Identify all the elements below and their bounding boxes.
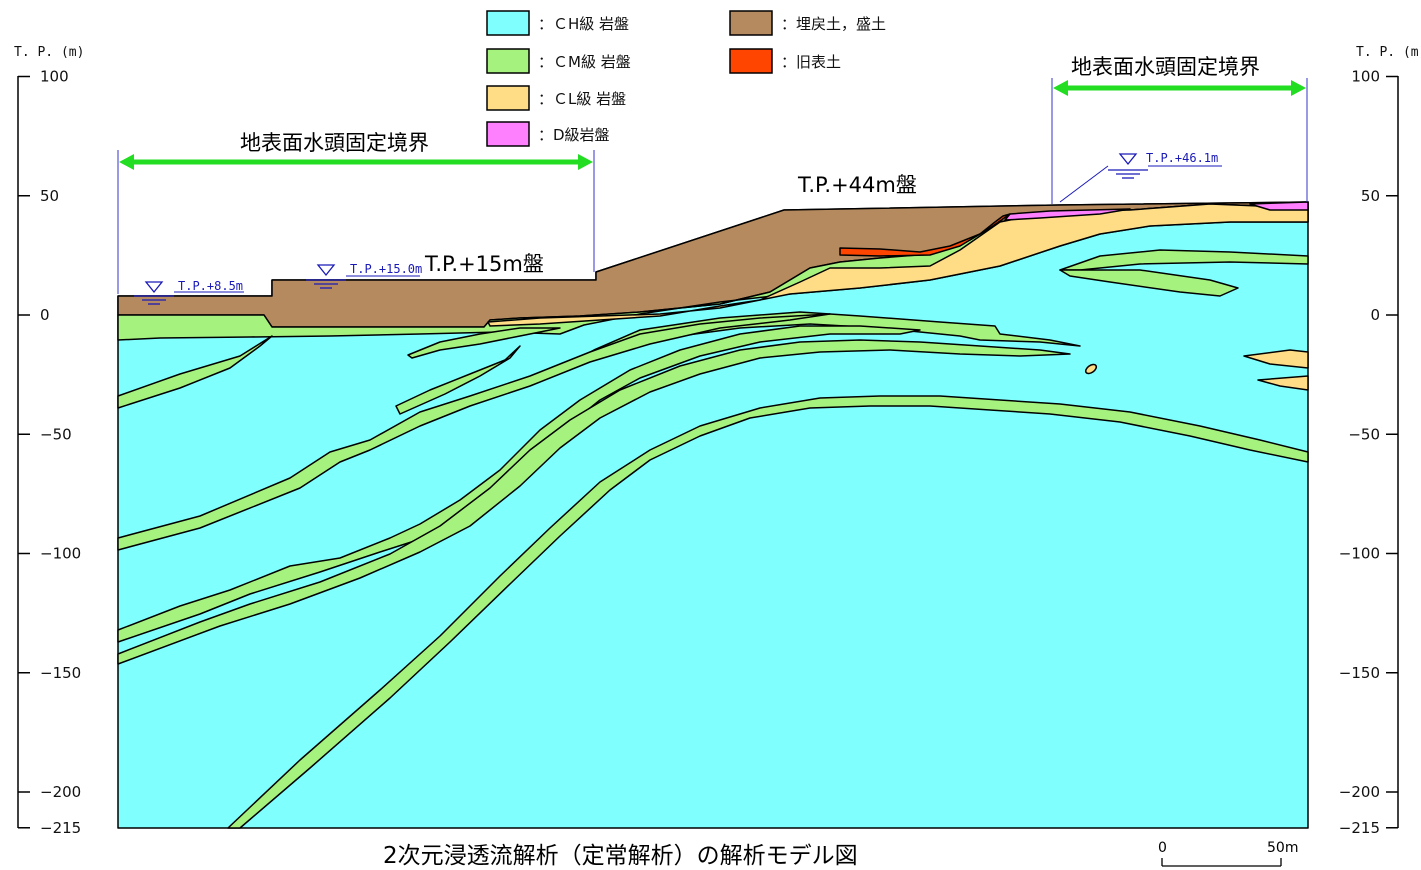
cm-lens-a [407, 327, 561, 359]
water-level-46-1: T.P.+46.1m [1059, 151, 1222, 203]
legend-swatch-d [486, 121, 530, 147]
cm-band-long-2 [117, 325, 921, 643]
legend-label-ch: ：ＣH級 岩盤 [538, 15, 629, 33]
axis-left: T. P. (m) 100 50 0 −50 −100 −150 −200 −215 [14, 45, 84, 837]
cl-wedge-right-a [1243, 349, 1309, 369]
axis-left-tick-label: −100 [40, 545, 81, 563]
axis-right-tick-label: −150 [1339, 664, 1380, 682]
axis-left-tick-label: 100 [40, 68, 69, 86]
legend-label-old-soil: ：旧表土 [781, 53, 841, 71]
axis-right-unit: T. P. (m) [1356, 45, 1421, 60]
cm-seam-a [117, 335, 273, 409]
axis-right-tick-label: −200 [1339, 783, 1380, 801]
legend-label-cm: ：ＣM級 岩盤 [538, 53, 631, 71]
axis-right-tick-label: −100 [1339, 545, 1380, 563]
bench-15m-label: T.P.+15m盤 [424, 252, 544, 276]
legend-swatch-ch [486, 10, 530, 36]
cl-lens-left [487, 299, 761, 327]
cm-band-long-1 [117, 313, 831, 551]
boundary-right-label: 地表面水頭固定境界 [1071, 55, 1260, 79]
axis-right-tick-label: −50 [1348, 425, 1380, 443]
axis-right: T. P. (m) 100 50 0 −50 −100 −150 −200 −215 [1339, 45, 1421, 837]
d-grade-pocket-right [1004, 208, 1131, 221]
legend-label-d: ：D級岩盤 [538, 126, 610, 144]
axis-left-tick-label: 50 [40, 187, 59, 205]
d-grade-pocket-edge [1249, 201, 1309, 211]
cross-section [117, 201, 1309, 829]
cm-band-long-3 [117, 339, 1071, 665]
legend-swatch-cm [486, 48, 530, 74]
water-level-8-5-label: T.P.+8.5m [178, 279, 243, 293]
cm-band-deep-arc [227, 395, 1309, 829]
axis-left-tick-label: −50 [40, 425, 72, 443]
boundary-left-label: 地表面水頭固定境界 [240, 131, 429, 155]
axis-left-unit: T. P. (m) [14, 45, 84, 60]
legend: ：ＣH級 岩盤 ：ＣM級 岩盤 ：ＣL級 岩盤 ：D級岩盤 ：埋戻土，盛土 ：旧… [486, 10, 886, 147]
water-level-46-1-label: T.P.+46.1m [1146, 151, 1218, 165]
axis-left-ticks: 100 50 0 −50 −100 −150 −200 −215 [18, 68, 81, 837]
legend-label-fill: ：埋戻土，盛土 [781, 15, 886, 33]
water-level-8-5-icon [144, 281, 164, 294]
scale-bar-end-label: 50m [1267, 840, 1298, 856]
cl-small-ellipse [1084, 363, 1098, 375]
cl-layer-right [759, 203, 1309, 301]
scale-bar: 0 50m [1158, 840, 1298, 867]
axis-right-tick-label: 100 [1351, 68, 1380, 86]
legend-swatch-fill [729, 10, 773, 36]
boundary-left-arrowhead-right [578, 154, 593, 170]
axis-right-tick-label: −215 [1339, 819, 1380, 837]
scale-bar-start-label: 0 [1158, 840, 1167, 856]
axis-left-tick-label: −215 [40, 819, 81, 837]
bench-44m-label: T.P.+44m盤 [797, 173, 917, 197]
water-level-8-5: T.P.+8.5m [134, 279, 244, 305]
axis-right-ticks: 100 50 0 −50 −100 −150 −200 −215 [1339, 68, 1398, 837]
water-level-46-1-icon [1118, 153, 1138, 166]
boundary-right-arrowhead-right [1291, 80, 1306, 96]
axis-left-tick-label: −200 [40, 783, 81, 801]
water-level-15-icon [316, 264, 336, 277]
boundary-right: 地表面水頭固定境界 [1051, 55, 1308, 204]
water-level-46-1-pointer [1059, 165, 1109, 203]
cl-wedge-right-b [1257, 375, 1309, 391]
boundary-left-arrowhead-left [119, 154, 134, 170]
boundary-right-arrowhead-left [1053, 80, 1068, 96]
legend-swatch-old-soil [729, 48, 773, 74]
legend-label-cl: ：ＣL級 岩盤 [538, 90, 626, 108]
figure-title: 2次元浸透流解析（定常解析）の解析モデル図 [383, 843, 858, 869]
water-level-15-label: T.P.+15.0m [350, 262, 422, 276]
cm-lens-b [395, 345, 521, 415]
axis-left-tick-label: 0 [40, 306, 50, 324]
boundary-left: 地表面水頭固定境界 [117, 131, 595, 294]
axis-right-tick-label: 0 [1370, 306, 1380, 324]
old-topsoil-strip-low [839, 213, 1011, 257]
cm-lens-right-under [1059, 269, 1239, 297]
water-level-15: T.P.+15.0m [306, 262, 422, 289]
legend-swatch-cl [486, 85, 530, 111]
axis-left-tick-label: −150 [40, 664, 81, 682]
axis-right-tick-label: 50 [1361, 187, 1380, 205]
